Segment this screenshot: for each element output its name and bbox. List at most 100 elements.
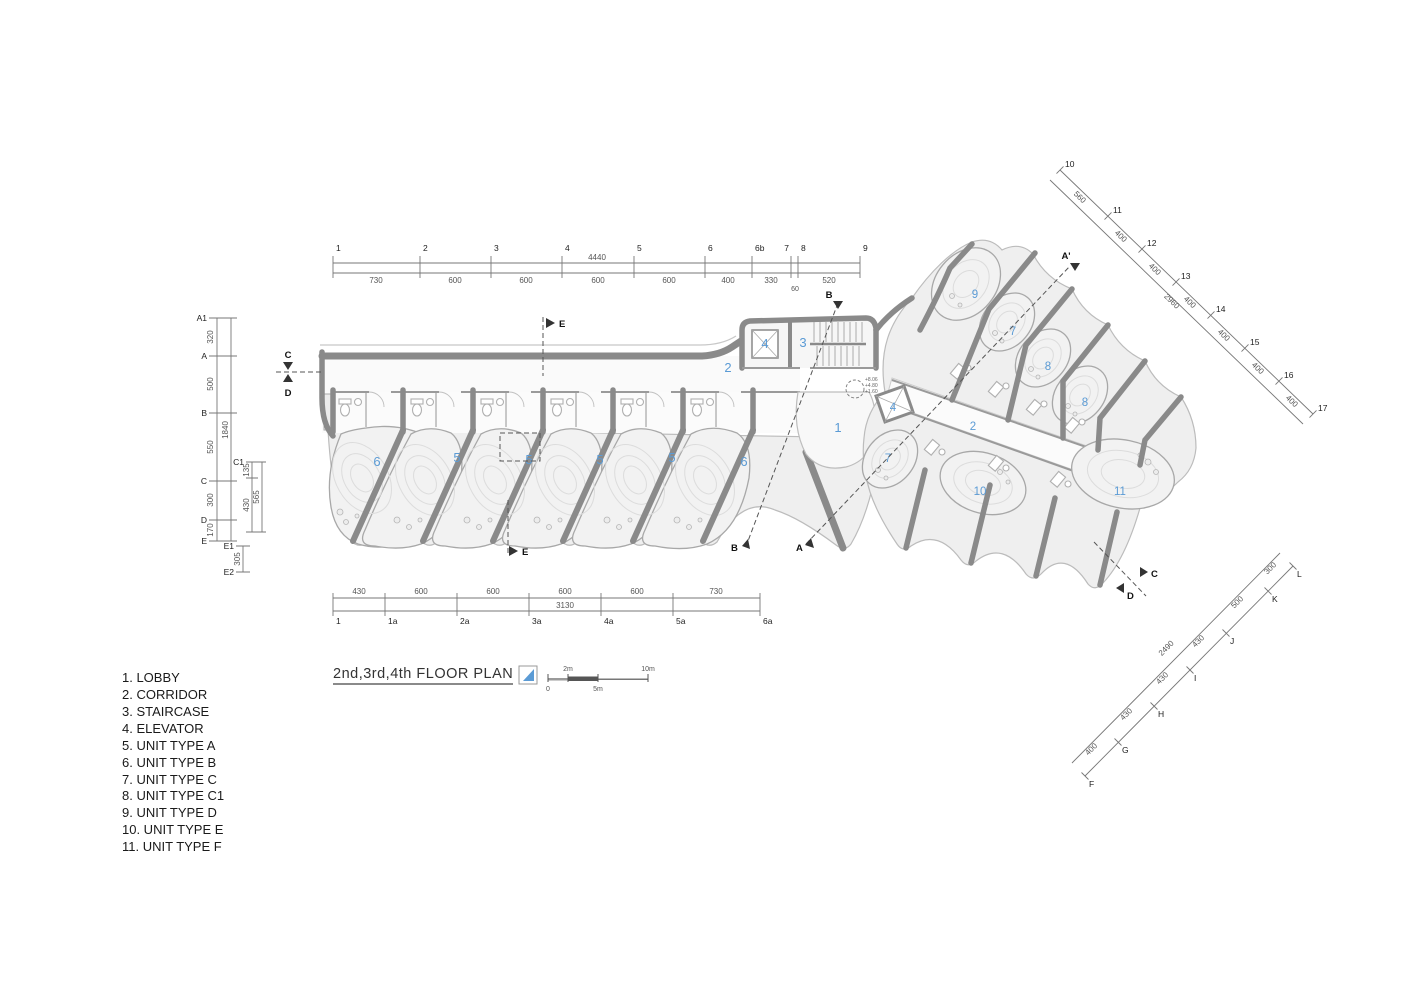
svg-text:400: 400 (1284, 393, 1300, 409)
bath-fixtures-left (323, 391, 735, 431)
section-a-bottom-arrow (805, 538, 814, 548)
svg-text:430: 430 (352, 587, 366, 596)
svg-text:2: 2 (423, 243, 428, 253)
bath-fixtures-right (923, 362, 1086, 488)
svg-text:520: 520 (822, 276, 836, 285)
unit-label-5b: 5 (525, 452, 532, 467)
svg-text:1: 1 (336, 616, 341, 626)
svg-text:500: 500 (1229, 594, 1245, 610)
section-d-right-arrow (1116, 583, 1124, 593)
elevator-label-right: 4 (890, 402, 897, 414)
section-e-bottom-label: E (522, 547, 528, 558)
svg-text:400: 400 (1083, 741, 1099, 757)
svg-text:730: 730 (709, 587, 723, 596)
svg-text:D: D (201, 515, 207, 525)
scale-10m: 10m (641, 666, 655, 673)
elevator-left (751, 329, 779, 359)
unit-label-5a: 5 (453, 450, 460, 465)
north-arrow-icon (518, 665, 538, 685)
unit-label-10: 10 (974, 486, 987, 498)
svg-text:600: 600 (630, 587, 644, 596)
svg-text:400: 400 (1216, 327, 1232, 343)
svg-text:C1: C1 (233, 457, 244, 467)
section-d-left-label: D (285, 388, 292, 399)
left-wing-corridor-floor (322, 356, 800, 392)
svg-text:60: 60 (791, 286, 799, 293)
svg-text:400: 400 (1250, 360, 1266, 376)
section-d-left-arrow (283, 374, 293, 382)
level-note-1: +8.06 (865, 377, 878, 383)
legend: 1. LOBBY 2. CORRIDOR 3. STAIRCASE 4. ELE… (122, 670, 224, 854)
svg-text:300: 300 (1262, 560, 1278, 576)
legend-item-unit-c: 7. UNIT TYPE C (122, 772, 217, 787)
legend-item-corridor: 2. CORRIDOR (122, 687, 207, 702)
legend-item-staircase: 3. STAIRCASE (122, 704, 210, 719)
corridor-label-right: 2 (970, 421, 976, 433)
svg-text:17: 17 (1318, 403, 1328, 413)
unit-label-9: 9 (972, 289, 978, 301)
svg-text:L: L (1297, 569, 1302, 579)
svg-text:330: 330 (764, 276, 778, 285)
svg-text:13: 13 (1181, 271, 1191, 281)
scale-5m: 5m (593, 686, 603, 693)
page-title: 2nd,3rd,4th FLOOR PLAN (333, 666, 513, 682)
legend-item-unit-b: 6. UNIT TYPE B (122, 755, 216, 770)
corridor-label-left: 2 (724, 360, 731, 375)
section-b-top-label: B (826, 290, 833, 301)
section-c-right-arrow (1140, 567, 1148, 577)
svg-text:600: 600 (414, 587, 428, 596)
svg-text:5: 5 (637, 243, 642, 253)
elevator-label-left: 4 (761, 336, 768, 351)
svg-text:430: 430 (1118, 706, 1134, 722)
left-wing-walls (318, 335, 800, 439)
section-c-left-arrow (283, 362, 293, 370)
svg-text:3130: 3130 (556, 601, 574, 610)
scale-0: 0 (546, 686, 550, 693)
svg-text:8: 8 (801, 243, 806, 253)
section-markers: E E C D B B A A' C D (276, 251, 1158, 602)
svg-text:500: 500 (206, 377, 215, 391)
dim-top: 1 2 3 4 5 6 6b 7 8 9 4440 730 600 600 60… (332, 243, 868, 293)
lobby: +8.06 +4.80 +1.60 (795, 377, 878, 469)
lobby-label: 1 (834, 420, 841, 435)
svg-text:2a: 2a (460, 616, 470, 626)
unit-label-11: 11 (1114, 486, 1126, 498)
svg-text:K: K (1272, 594, 1278, 604)
svg-text:I: I (1194, 673, 1196, 683)
title-block: 2nd,3rd,4th FLOOR PLAN (333, 665, 538, 685)
legend-item-unit-f: 11. UNIT TYPE F (122, 839, 222, 854)
legend-item-unit-d: 9. UNIT TYPE D (122, 805, 217, 820)
svg-text:16: 16 (1284, 370, 1294, 380)
section-c-right-label: C (1151, 569, 1158, 580)
svg-text:430: 430 (242, 498, 251, 512)
legend-item-lobby: 1. LOBBY (122, 670, 180, 685)
svg-text:E2: E2 (224, 567, 235, 577)
svg-text:300: 300 (206, 493, 215, 507)
svg-text:600: 600 (486, 587, 500, 596)
svg-text:170: 170 (206, 523, 215, 537)
svg-text:12: 12 (1147, 238, 1157, 248)
svg-text:E: E (201, 536, 207, 546)
dim-left: A1 A B C D E 320 500 550 300 170 1840 E1… (197, 313, 266, 577)
scale-bar: 0 2m 5m 10m (546, 666, 655, 693)
svg-text:H: H (1158, 709, 1164, 719)
section-e-top-label: E (559, 319, 565, 330)
room-labels: 6 5 5 5 5 6 2 3 4 1 9 7 8 8 2 4 7 10 11 (373, 289, 1126, 498)
unit-label-5d: 5 (668, 450, 675, 465)
svg-text:6a: 6a (763, 616, 773, 626)
svg-text:4440: 4440 (588, 253, 606, 262)
legend-item-unit-a: 5. UNIT TYPE A (122, 738, 216, 753)
svg-text:6: 6 (708, 243, 713, 253)
level-note-3: +1.60 (865, 389, 878, 395)
staircase-label: 3 (799, 335, 806, 350)
svg-text:730: 730 (369, 276, 383, 285)
section-a-prime-label: A' (1061, 251, 1070, 262)
svg-text:1a: 1a (388, 616, 398, 626)
svg-text:400: 400 (1113, 228, 1129, 244)
svg-text:430: 430 (1190, 633, 1206, 649)
svg-text:400: 400 (721, 276, 735, 285)
section-e-top-arrow (546, 318, 555, 328)
svg-text:1840: 1840 (221, 421, 230, 439)
left-wing-fins (350, 427, 847, 552)
